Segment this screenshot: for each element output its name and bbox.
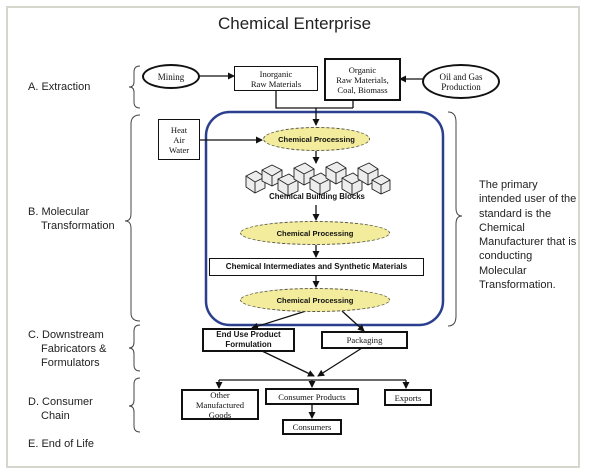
inorganic-line1: Inorganic (259, 68, 293, 79)
molecular-transformation-box (204, 110, 445, 327)
brace-extraction (128, 65, 141, 109)
heat-line: Heat (170, 124, 188, 135)
stage-extraction: A. Extraction (28, 81, 91, 93)
chemical-building-blocks-label: Chemical Building Blocks (269, 192, 365, 201)
water-line: Water (168, 144, 190, 155)
consumers-box: Consumers (282, 419, 342, 435)
intended-user-note: The primary intended user of the standar… (479, 179, 577, 292)
other-line1: Other (210, 389, 230, 400)
enduse-line2: Formulation (225, 340, 272, 349)
inorganic-line2: Raw Materials (250, 78, 302, 89)
diagram-title: Chemical Enterprise (217, 14, 372, 33)
arrow-inorganic-processing (275, 90, 320, 126)
chemical-processing-2: Chemical Processing (240, 221, 390, 245)
packaging-box: Packaging (321, 331, 408, 349)
stage-b-line1: B. Molecular (28, 206, 90, 218)
chemical-intermediates-box: Chemical Intermediates and Synthetic Mat… (209, 258, 424, 276)
stage-consumer-chain: D. Consumer Chain (28, 395, 93, 423)
organic-line2: Raw Materials, (336, 74, 389, 85)
chemical-processing-1: Chemical Processing (263, 127, 370, 151)
stage-c-line1: C. Downstream (28, 329, 104, 341)
brace-consumer (128, 377, 141, 433)
consumer-products-box: Consumer Products (265, 388, 359, 405)
air-line: Air (173, 134, 185, 145)
arrow-proc3-packaging (341, 310, 365, 332)
organic-line3: Coal, Biomass (337, 84, 388, 95)
brace-downstream (128, 324, 141, 372)
oilgas-line1: Oil and Gas (439, 71, 483, 82)
building-blocks-icon (245, 161, 391, 197)
organic-line1: Organic (348, 64, 377, 75)
stage-downstream: C. Downstream Fabricators & Formulators (28, 328, 106, 370)
enduse-line1: End Use Product (216, 330, 281, 339)
chemical-processing-3: Chemical Processing (240, 288, 390, 312)
stage-c-line2: Fabricators & (41, 343, 107, 355)
mining-node: Mining (142, 64, 200, 89)
stage-d-line2: Chain (41, 410, 70, 422)
arrow-packaging-consumer (317, 347, 363, 377)
stage-d-line1: D. Consumer (28, 396, 93, 408)
stage-c-line3: Formulators (41, 357, 100, 369)
brace-molecular (124, 114, 141, 322)
other-line2: Manufactured (195, 399, 245, 410)
exports-box: Exports (384, 389, 432, 406)
stage-b-line2: Transformation (41, 220, 115, 232)
stage-end-of-life: E. End of Life (28, 438, 95, 450)
stage-molecular-transformation: B. Molecular Transformation (28, 205, 115, 233)
arrow-proc3-enduse (251, 310, 307, 330)
other-line3: Goods (208, 409, 232, 420)
brace-note (447, 111, 463, 327)
oilgas-line2: Production (441, 81, 481, 92)
arrow-enduse-consumer (261, 350, 315, 377)
